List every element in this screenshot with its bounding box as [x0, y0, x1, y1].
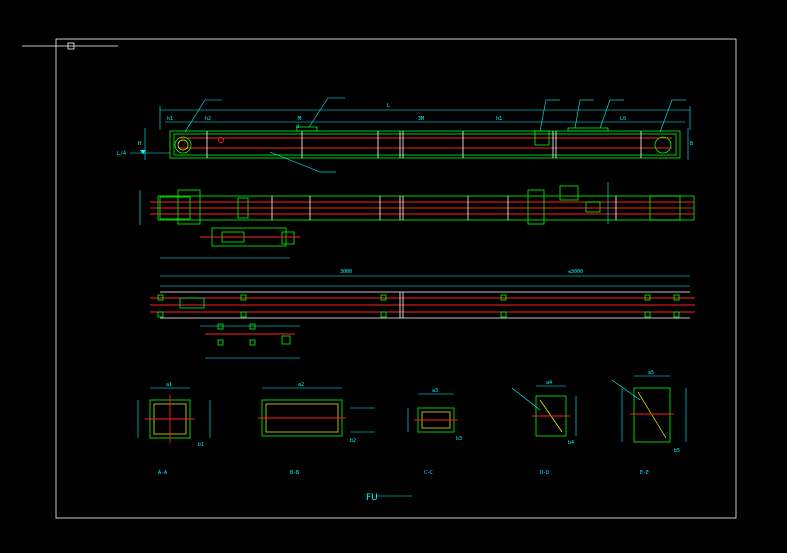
- section-d: a4 b4 D-D: [511, 380, 577, 476]
- svg-text:h1: h1: [167, 116, 173, 122]
- svg-text:b4: b4: [568, 440, 574, 446]
- section-c: a3 b3 C-C: [407, 388, 462, 476]
- plan-view: 3000 ≤3000: [150, 269, 695, 359]
- elevation-view: L L/4: [117, 97, 693, 173]
- svg-text:a4: a4: [546, 380, 552, 386]
- drawing-title: FU: [366, 493, 378, 503]
- section-a: a1 b1 A-A: [137, 382, 211, 476]
- section-b: a2 b2 B-B: [258, 382, 375, 476]
- section-c-label: C-C: [424, 470, 433, 476]
- tail-sprocket: [174, 136, 192, 154]
- section-a-label: A-A: [158, 470, 167, 476]
- svg-text:a5: a5: [648, 370, 654, 376]
- section-e-label: E-E: [640, 470, 649, 476]
- svg-text:b5: b5: [674, 448, 680, 454]
- drawing-frame: [22, 38, 737, 519]
- svg-text:b2: b2: [350, 438, 356, 444]
- svg-text:a1: a1: [166, 382, 172, 388]
- section-e: a5 b5 E-E: [611, 370, 687, 476]
- section-b-label: B-B: [290, 470, 299, 476]
- svg-text:3M: 3M: [418, 116, 424, 122]
- svg-text:H: H: [138, 141, 141, 147]
- svg-text:d: d: [296, 124, 299, 130]
- section-d-label: D-D: [540, 470, 549, 476]
- elevation-overall-dim: L: [387, 103, 390, 109]
- svg-text:a3: a3: [432, 388, 438, 394]
- elevation-label-left: L/4: [117, 151, 126, 157]
- svg-text:B: B: [690, 141, 693, 147]
- svg-text:b3: b3: [456, 436, 462, 442]
- svg-text:a2: a2: [298, 382, 304, 388]
- svg-text:b1: b1: [198, 442, 204, 448]
- plan-right-dim: ≤3000: [568, 269, 583, 275]
- svg-text:h1: h1: [496, 116, 502, 122]
- elevation-dim-labels: h1 h2 d M 3M h1 L0 H B: [138, 116, 693, 147]
- svg-text:M: M: [298, 116, 301, 122]
- drive-top-view: [139, 182, 695, 259]
- svg-text:L0: L0: [620, 116, 626, 122]
- head-sprocket: [654, 136, 672, 154]
- plan-overall-dim: 3000: [340, 269, 352, 275]
- svg-text:h2: h2: [205, 116, 211, 122]
